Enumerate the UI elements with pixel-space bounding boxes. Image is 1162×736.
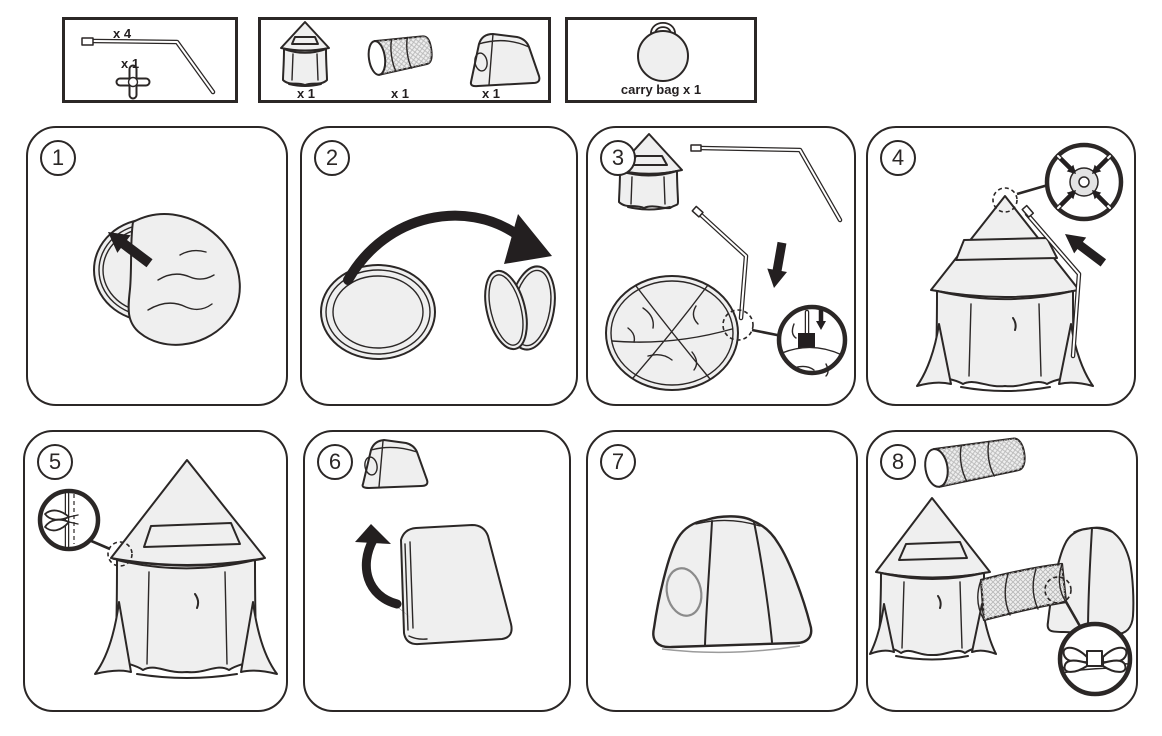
step-number-badge: 3 <box>600 140 636 176</box>
cone-tent-count-label: x 1 <box>296 86 316 101</box>
step-6-illustration <box>355 439 513 646</box>
arrow-icon <box>108 232 153 268</box>
step-panel-3: 3 <box>586 126 856 406</box>
detail-callout-circle <box>1044 576 1072 604</box>
flip-arrow-icon <box>343 210 552 285</box>
step-number-badge: 6 <box>317 444 353 480</box>
step-panel-1: 1 <box>26 126 288 406</box>
step-panel-6: 6 <box>303 430 571 712</box>
step-number-badge: 5 <box>37 444 73 480</box>
step-panel-7: 7 <box>586 430 858 712</box>
step-number-badge: 2 <box>314 140 350 176</box>
tunnel-between-tents <box>977 562 1068 622</box>
step-panel-2: 2 <box>300 126 578 406</box>
bent-pole-icon <box>690 144 843 223</box>
bent-pole-icon <box>691 205 749 321</box>
parts-box-carry-bag: carry bag x 1 <box>565 17 757 103</box>
detail-callout-circle <box>107 541 133 567</box>
pop-open-arrow-icon <box>355 524 411 618</box>
bent-pole-icon <box>81 37 216 100</box>
cone-tent-assembly <box>94 459 278 679</box>
cone-tent-icon <box>615 133 683 211</box>
popped-open-rings <box>484 265 556 351</box>
step-panel-5: 5 <box>23 430 288 712</box>
connector-count-label: x 1 <box>121 56 140 71</box>
parts-box-tents: x 1 x 1 x 1 <box>258 17 551 103</box>
step-number-badge: 7 <box>600 444 636 480</box>
tents-box-icons <box>280 21 541 88</box>
step-2-illustration <box>320 210 556 360</box>
arrow-icon <box>767 241 787 288</box>
step-8-illustration <box>869 437 1135 697</box>
magnifier-cross-connector-detail <box>1044 142 1124 222</box>
dome-tent-icon <box>361 439 429 489</box>
step-7-illustration <box>652 515 813 654</box>
step-3-illustration <box>605 133 848 391</box>
parts-box-poles: x 4 x 1 <box>62 17 238 103</box>
cone-tent-assembly <box>869 497 997 661</box>
magnifier-bow-tie-detail <box>1057 621 1133 697</box>
magnifier-pole-pocket-detail <box>776 304 848 377</box>
step-panel-8: 8 <box>866 430 1138 712</box>
step-1-illustration <box>93 213 241 346</box>
step-number-badge: 1 <box>40 140 76 176</box>
window-circle <box>665 567 703 617</box>
detail-callout-circle <box>722 309 754 341</box>
arrow-icon <box>816 310 826 330</box>
dome-tent-assembled <box>652 515 813 654</box>
tunnel-icon <box>367 35 433 76</box>
step-4-illustration <box>916 142 1124 392</box>
step-number-badge: 8 <box>880 444 916 480</box>
dome-tent-icon <box>469 33 541 88</box>
cone-tent-assembly <box>916 195 1094 392</box>
tunnel-icon <box>924 437 1026 488</box>
arrow-icon <box>1065 234 1107 267</box>
carry-bag-icon <box>637 22 689 82</box>
bent-pole-icon <box>1021 204 1082 359</box>
folded-dome-tent <box>400 524 513 646</box>
cross-connector-icon <box>115 64 151 100</box>
carry-bag-count-label: carry bag x 1 <box>620 82 702 97</box>
magnifier-strap-tie-detail <box>37 488 101 552</box>
step-number-badge: 4 <box>880 140 916 176</box>
detail-callout-circle <box>992 187 1018 213</box>
cone-tent-icon <box>280 21 330 87</box>
pole-count-label: x 4 <box>113 26 132 41</box>
step-panel-4: 4 <box>866 126 1136 406</box>
dome-tent-count-label: x 1 <box>481 86 501 101</box>
step-5-illustration <box>37 459 278 679</box>
tunnel-count-label: x 1 <box>390 86 410 101</box>
